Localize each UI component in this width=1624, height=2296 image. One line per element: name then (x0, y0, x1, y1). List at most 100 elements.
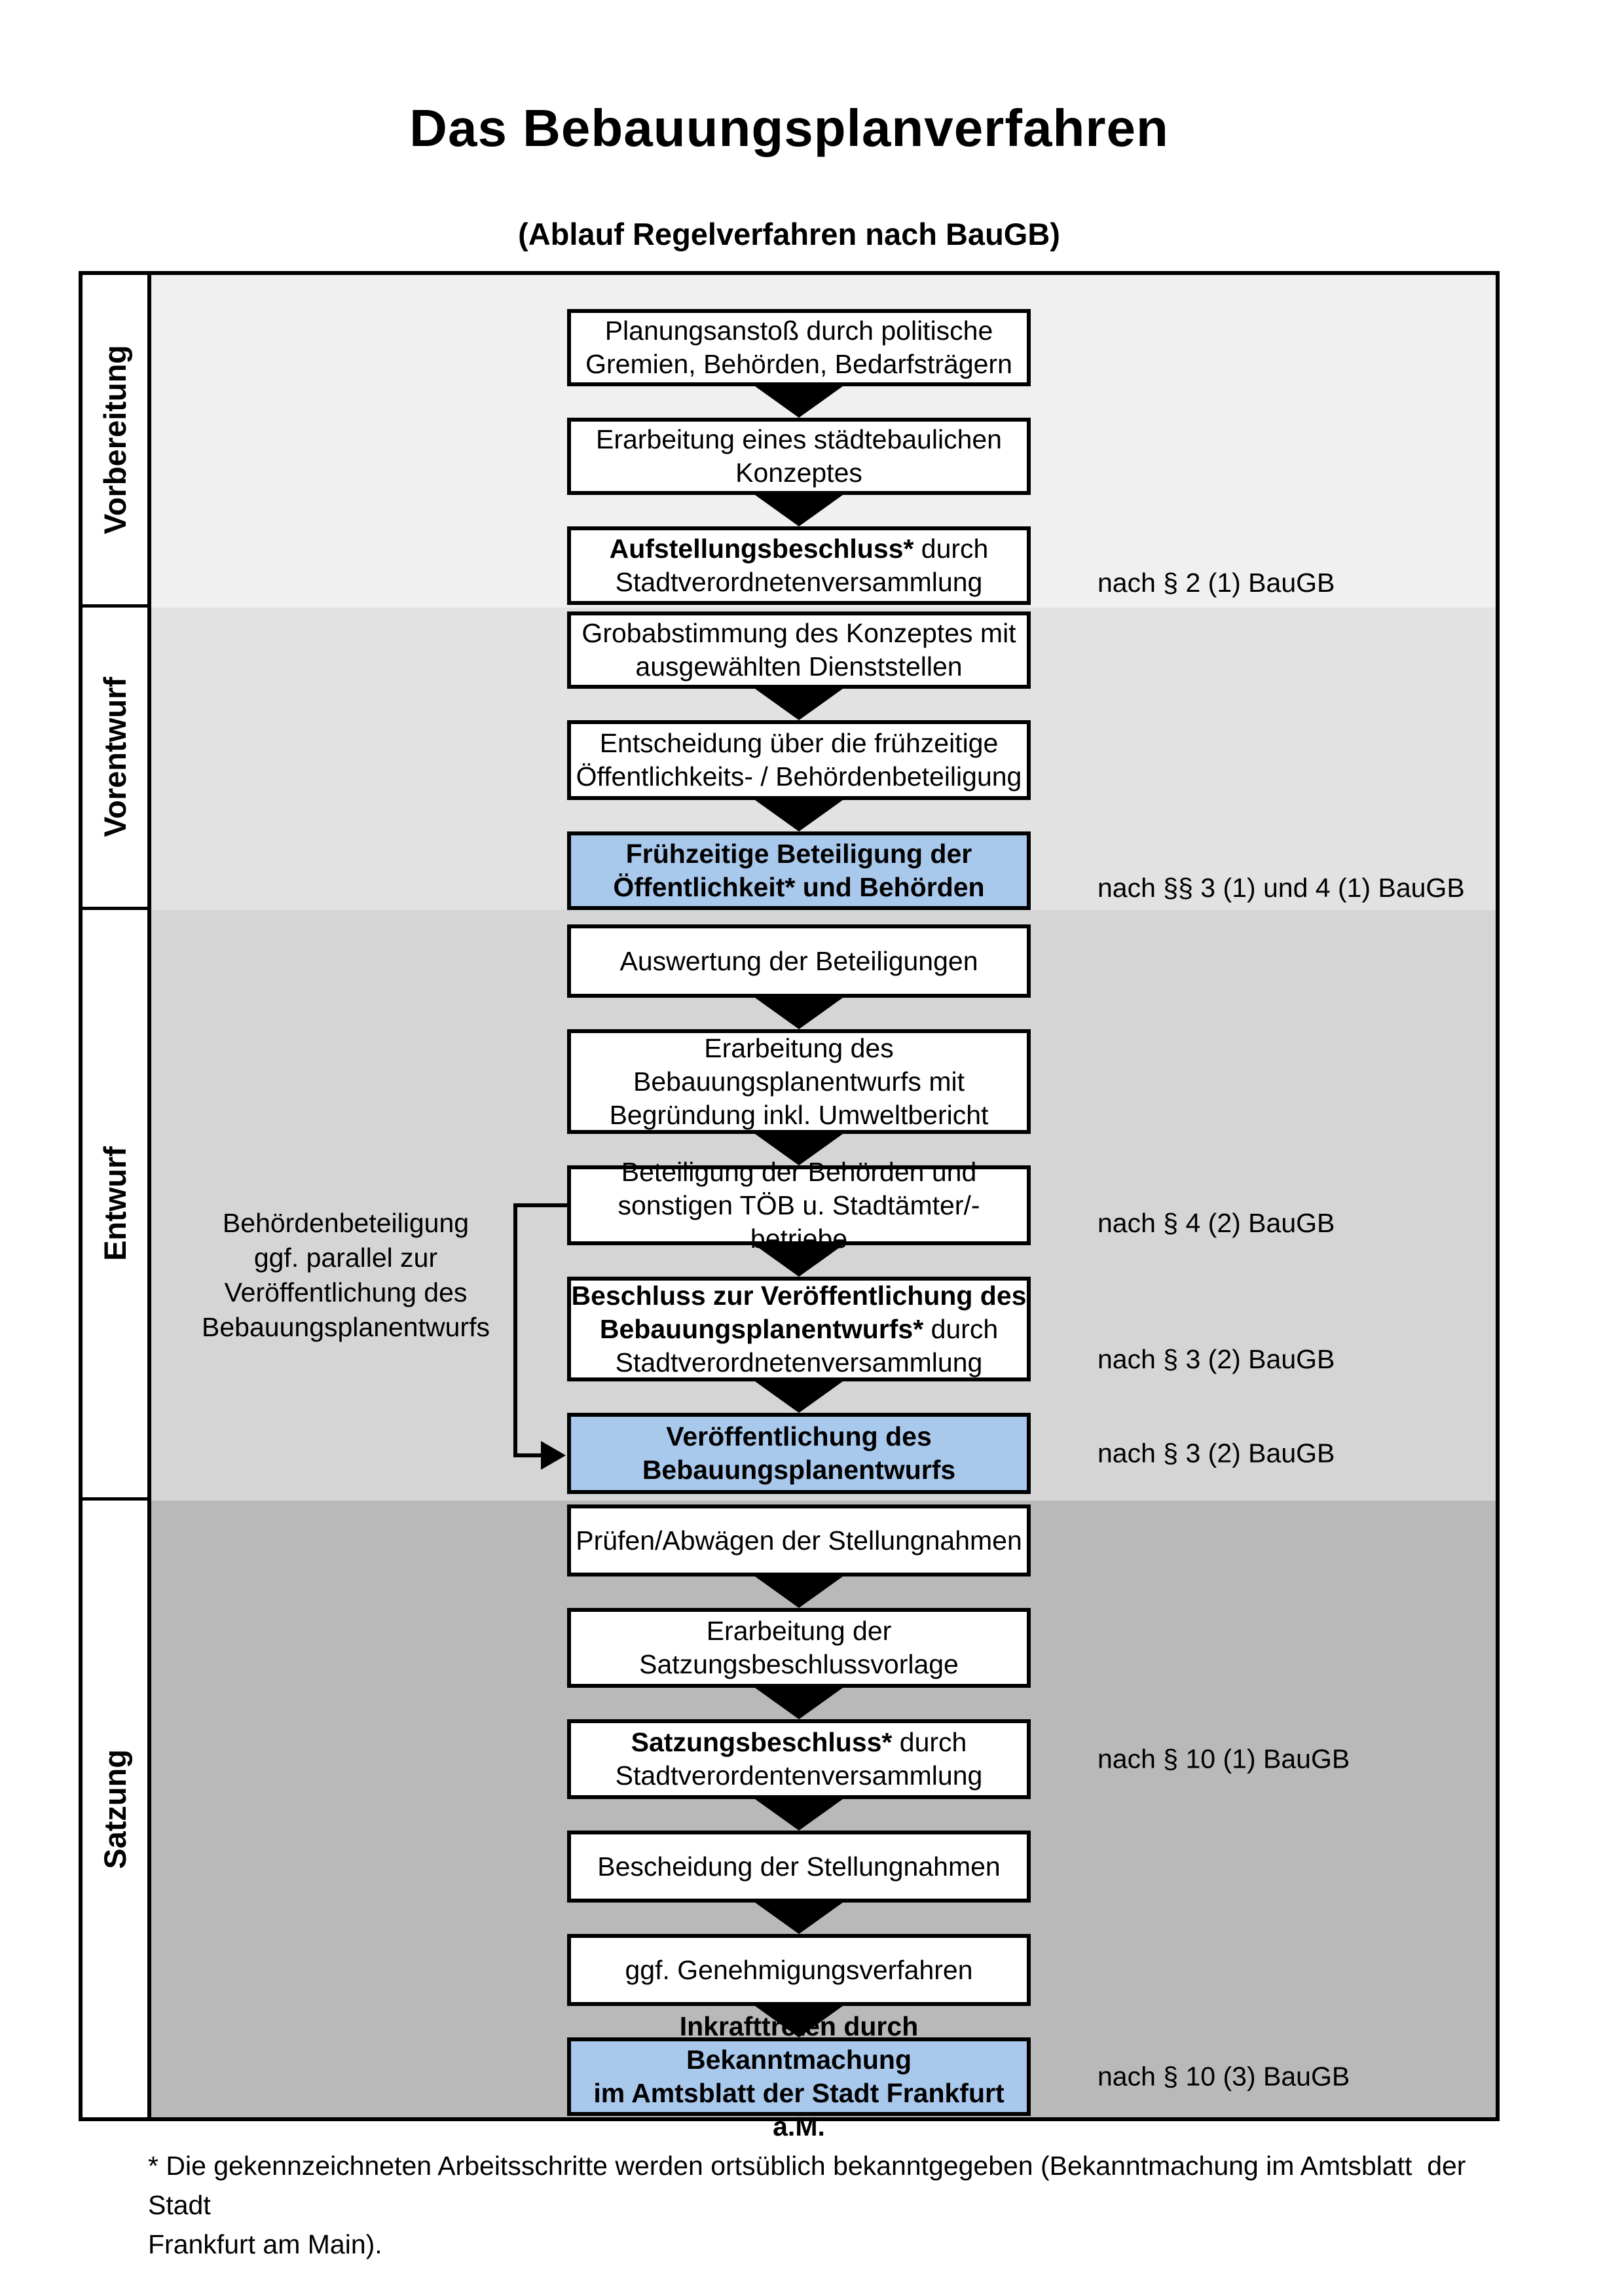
legal-reference: nach § 2 (1) BauGB (1098, 568, 1335, 598)
flow-box-text: Bescheidung der Stellungnahmen (597, 1851, 1001, 1882)
phase-cell-vorbereitung: Vorbereitung (83, 275, 147, 608)
connector-line (513, 1203, 517, 1457)
flow-step-row: ggf. Genehmigungsverfahren (567, 1934, 1031, 2006)
page-title: Das Bebauungsplanverfahren (409, 99, 1169, 157)
phase-label: Satzung (98, 1749, 132, 1869)
flow-box-text: Veröffentlichung des (666, 1421, 932, 1451)
flow-box-text: Beteiligung der Behörden und (621, 1156, 977, 1187)
connector-line (513, 1203, 567, 1207)
connector-line (513, 1453, 542, 1457)
flow-box-line: Erarbeitung eines städtebaulichen (596, 423, 1002, 456)
flow-box-line: Bebauungsplanentwurfs (642, 1453, 955, 1487)
flow-box-line: Satzungsbeschlussvorlage (639, 1648, 959, 1681)
flow-box-text: durch (892, 1727, 967, 1757)
arrow-down-icon (755, 1134, 843, 1165)
flow-box-line: Stadtverordnetenversammlung (616, 1346, 983, 1379)
legal-reference: nach § 3 (2) BauGB (1098, 1438, 1335, 1468)
flow-box-text: ggf. Genehmigungsverfahren (625, 1954, 973, 1985)
flow-box-text: Erarbeitung eines städtebaulichen (596, 424, 1002, 454)
flow-box-line: Prüfen/Abwägen der Stellungnahmen (576, 1524, 1022, 1558)
header: Das Bebauungsplanverfahren (Ablauf Regel… (79, 98, 1500, 252)
arrow-down-icon (755, 1688, 843, 1719)
flow-box-text: Bebauungsplanentwurfs mit (633, 1066, 965, 1097)
flow-box-line: Inkrafttreten durch Bekanntmachung (571, 2010, 1027, 2077)
legal-reference: nach § 4 (2) BauGB (1098, 1208, 1335, 1238)
flow-box-text: durch (913, 534, 989, 564)
flow-box-text: durch Bekanntmachung (686, 2011, 919, 2075)
arrow-down-icon (755, 998, 843, 1029)
phase-cell-entwurf: Entwurf (83, 910, 147, 1501)
flow-step-row: Prüfen/Abwägen der Stellungnahmen (567, 1504, 1031, 1576)
flow-box-text: Stadtverordnetenversammlung (615, 1347, 983, 1377)
flow-box-text: Öffentlichkeits- / Behördenbeteiligung (576, 761, 1022, 792)
parallel-note-line: Bebauungsplanentwurfs (202, 1312, 490, 1342)
flow-box-text: Erarbeitung der (706, 1616, 892, 1646)
flow-box-text: Auswertung der Beteiligungen (619, 945, 978, 976)
procedure-flow-table: Vorbereitung Vorentwurf Entwurf Satzung … (79, 271, 1500, 2141)
arrow-down-icon (755, 1381, 843, 1413)
arrow-down-icon (755, 1799, 843, 1831)
flow-box-line: Auswertung der Beteiligungen (619, 945, 978, 978)
flow-box-line: Öffentlichkeit* und Behörden (613, 871, 984, 904)
flow-box-line: Beteiligung der Behörden und (621, 1156, 977, 1189)
flow-box-text: Bebauungsplanentwurfs (642, 1455, 956, 1485)
flow-box-line: Stadtverordnetenversammlung (616, 566, 983, 599)
arrow-down-icon (755, 2006, 843, 2037)
flow-box-text: Bebauungsplanentwurfs* (599, 1313, 924, 1344)
legal-reference: nach §§ 3 (1) und 4 (1) BauGB (1098, 873, 1465, 903)
phase-label: Vorbereitung (98, 345, 132, 534)
flow-box-text: ausgewählten Dienststellen (635, 651, 963, 682)
flow-box-line: Satzungsbeschluss* durch (631, 1726, 967, 1759)
flow-box-line: Grobabstimmung des Konzeptes mit (581, 617, 1016, 650)
flow-box-line: Begründung inkl. Umweltbericht (610, 1099, 989, 1132)
flow-box-line: Bebauungsplanentwurfs mit (633, 1065, 965, 1099)
flow-box-line: Entscheidung über die frühzeitige (600, 727, 999, 760)
flow-box-line: Aufstellungsbeschluss* durch (610, 532, 989, 566)
flow-box-line: Stadtverordentenversammlung (616, 1759, 983, 1793)
flow-box-line: Konzeptes (735, 456, 862, 490)
flow-step-row: Bescheidung der Stellungnahmen (567, 1831, 1031, 1903)
flow-box-text: Frühzeitige Beteiligung der (625, 839, 972, 869)
flow-box-line: Veröffentlichung des (666, 1420, 932, 1453)
flow-box-text: Stadtverordnetenversammlung (615, 567, 983, 597)
arrow-down-icon (755, 495, 843, 526)
flow-box-text: Stadtverordentenversammlung (615, 1760, 983, 1791)
flow-box-line: Öffentlichkeits- / Behördenbeteiligung (576, 760, 1022, 793)
flow-box-pruefen-abwaegen: Prüfen/Abwägen der Stellungnahmen (567, 1504, 1031, 1576)
flow-box-text: Satzungsbeschluss* (631, 1727, 893, 1757)
flow-box-text: Beschluss zur Veröffentlichung des (571, 1280, 1027, 1311)
parallel-note-line: ggf. parallel zur (253, 1243, 438, 1273)
footnote: * Die gekennzeichneten Arbeitsschritte w… (148, 2151, 1466, 2259)
flow-box-text: sonstigen TÖB u. Stadtämter/-betriebe (618, 1190, 980, 1254)
flow-box-text: Prüfen/Abwägen der Stellungnahmen (576, 1525, 1022, 1556)
arrow-down-icon (755, 386, 843, 418)
flow-box-text: Planungsanstoß durch politische (604, 316, 993, 346)
flow-box-line: ggf. Genehmigungsverfahren (625, 1954, 972, 1987)
flow-box-auswertung-beteiligungen: Auswertung der Beteiligungen (567, 924, 1031, 998)
flow-box-text: Inkrafttreten (679, 2011, 836, 2041)
flow-box-text: Erarbeitung des (704, 1032, 894, 1063)
flow-step-row: Auswertung der Beteiligungen (567, 924, 1031, 998)
parallel-note-line: Behördenbeteiligung (222, 1208, 470, 1238)
